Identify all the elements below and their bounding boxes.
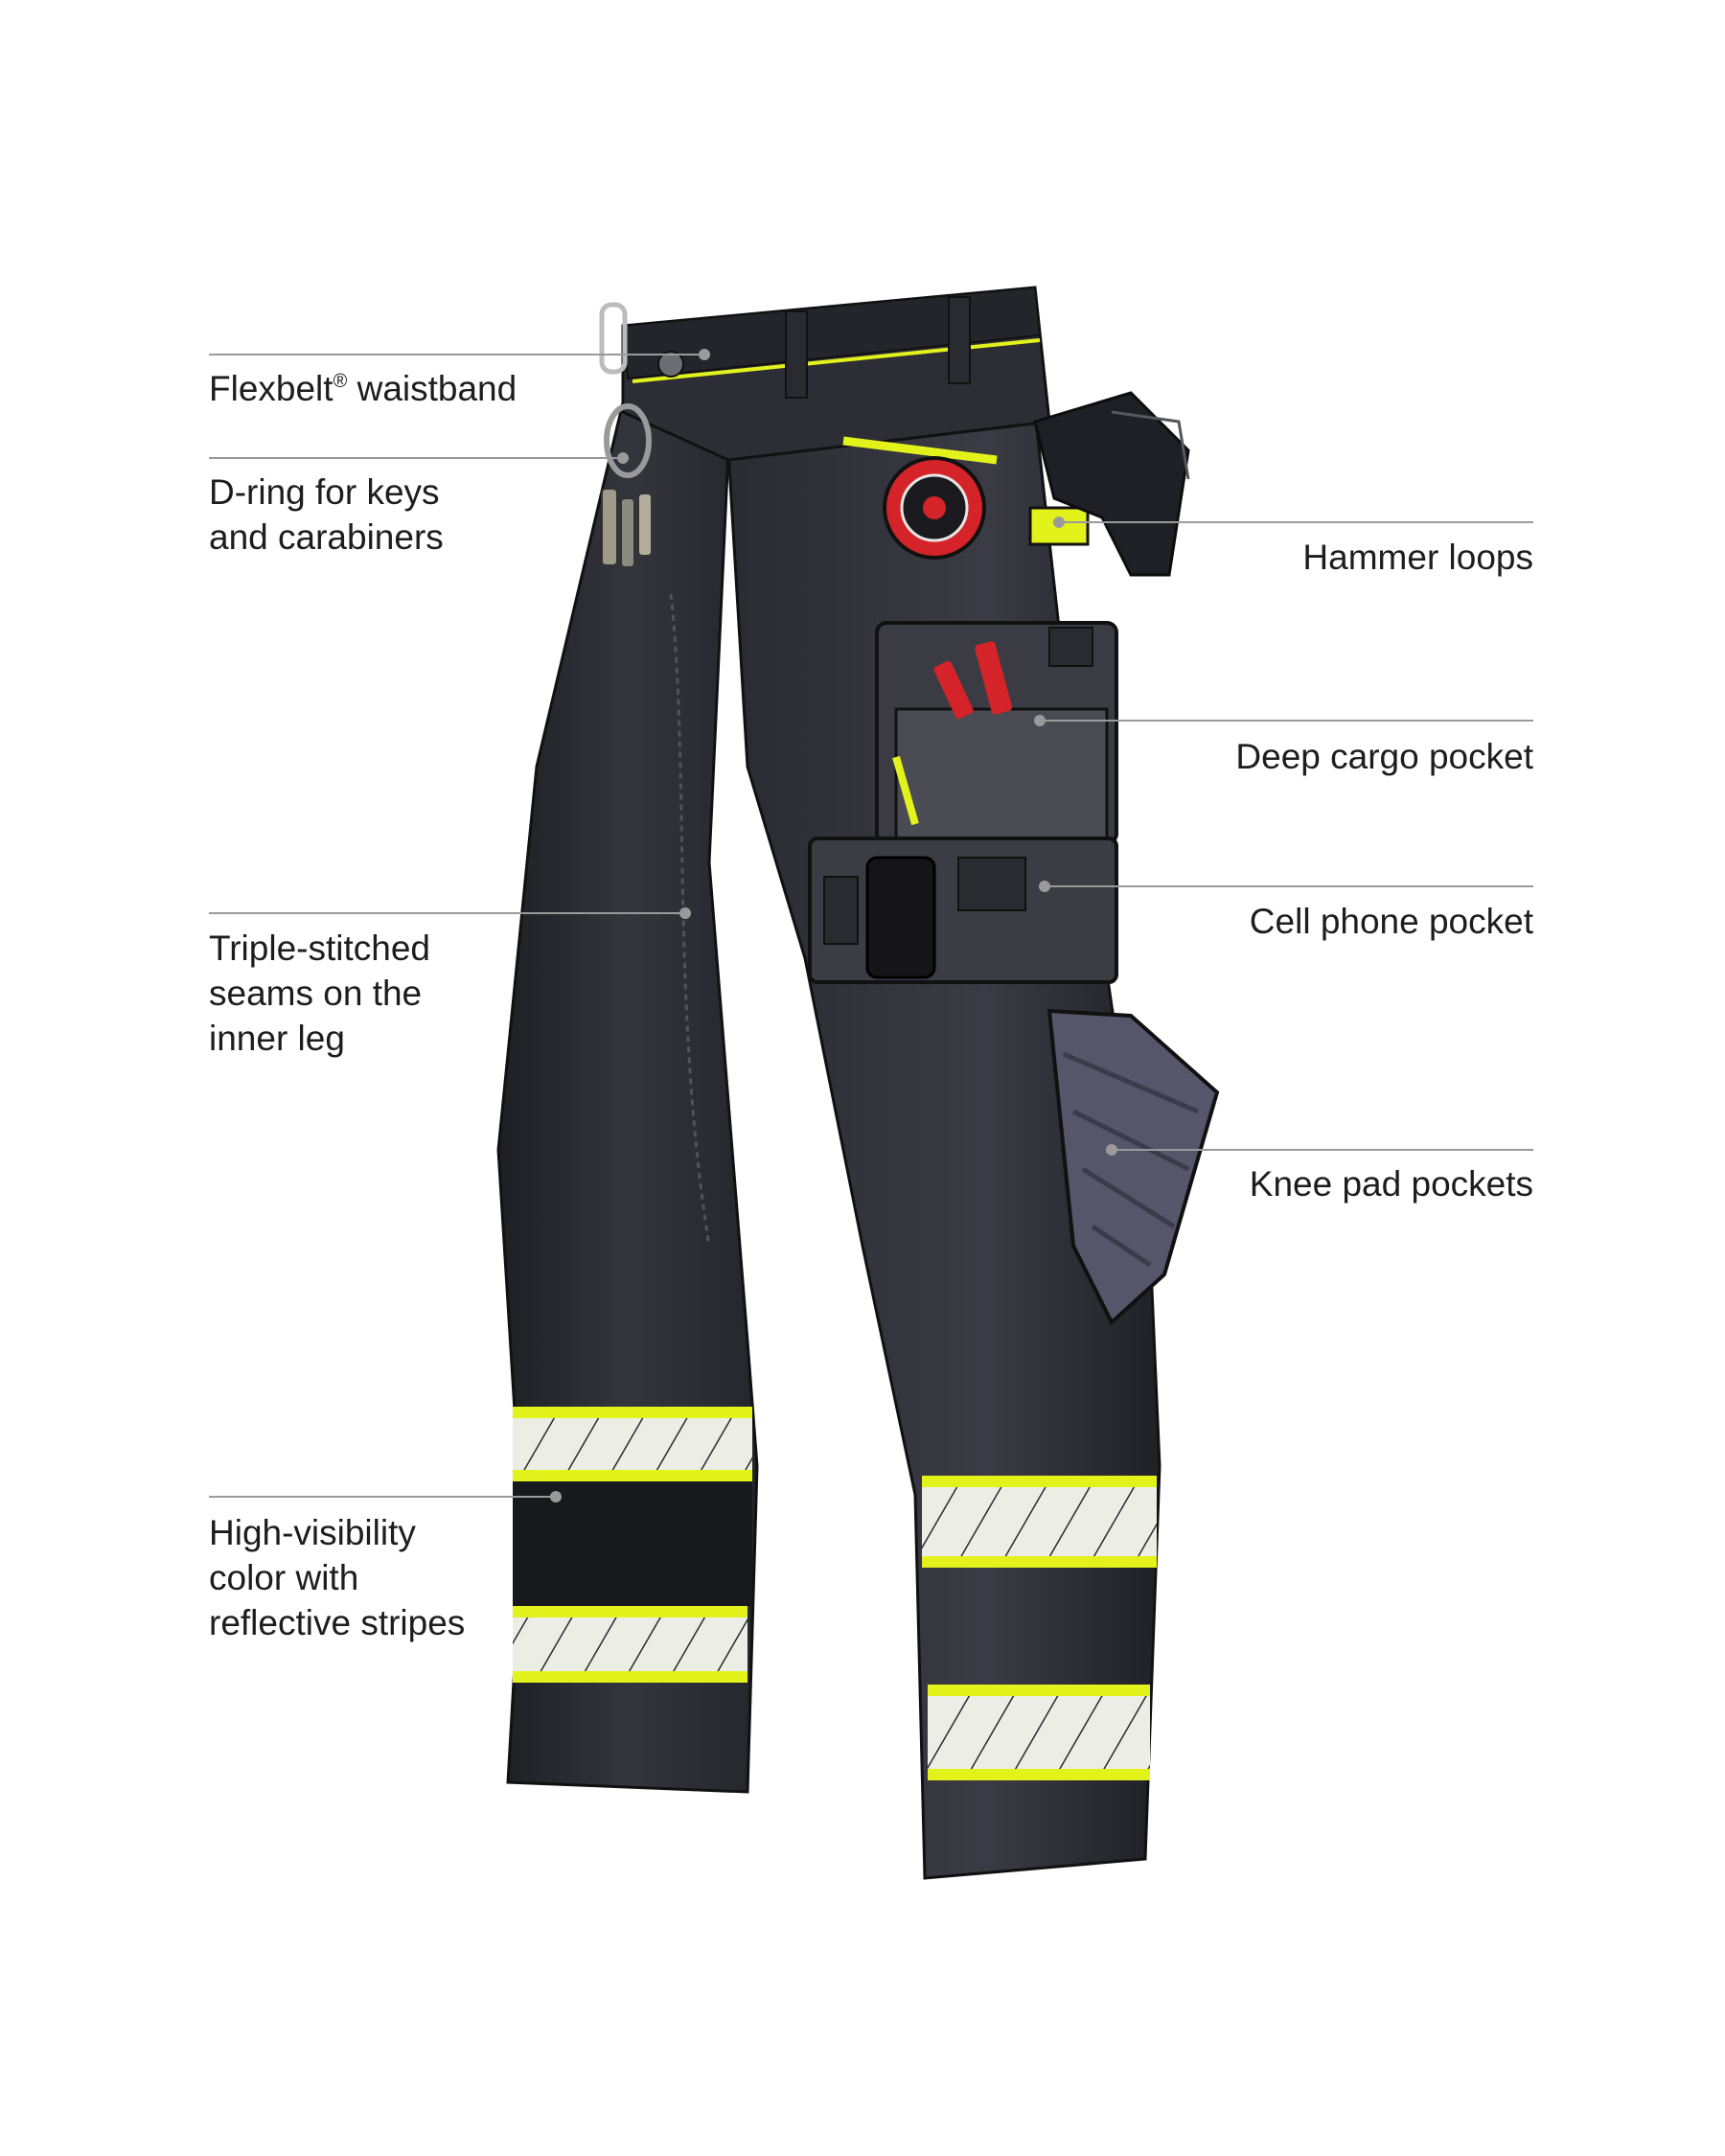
knee-pad-pockets-label: Knee pad pockets <box>1249 1164 1533 1204</box>
triple-stitched-seam <box>669 593 711 1247</box>
right-hivis-band-lower <box>928 1685 1150 1780</box>
registered-mark: ® <box>333 371 348 392</box>
deep-cargo-pocket-label: Deep cargo pocket <box>1235 737 1533 776</box>
cell-phone <box>865 856 936 979</box>
waist-button <box>657 351 684 378</box>
triple-stitched-seams-label: Triple-stitched seams on the inner leg <box>209 929 430 1058</box>
tape-measure <box>883 456 986 560</box>
left-hivis-band-lower <box>513 1606 748 1683</box>
left-leg <box>496 400 759 1794</box>
d-ring-label: D-ring for keys and carabiners <box>209 472 444 557</box>
hammer-loops-label: Hammer loops <box>1302 538 1533 577</box>
left-hivis-band-upper <box>513 1407 752 1481</box>
d-ring-with-keys <box>599 302 653 568</box>
high-visibility-label: High-visibility color with reflective st… <box>209 1513 466 1642</box>
cell-phone-pocket-label: Cell phone pocket <box>1249 902 1533 941</box>
work-gloves <box>1033 391 1190 577</box>
cell-phone-pocket <box>808 837 1118 984</box>
deep-cargo-pocket <box>875 621 1118 845</box>
leader-lines <box>209 349 1533 1502</box>
waist-section <box>621 286 1051 465</box>
flexbelt-waistband-label: Flexbelt® waistband <box>209 369 518 408</box>
knee-pad <box>1046 1008 1220 1326</box>
right-hivis-band-upper <box>922 1476 1157 1568</box>
